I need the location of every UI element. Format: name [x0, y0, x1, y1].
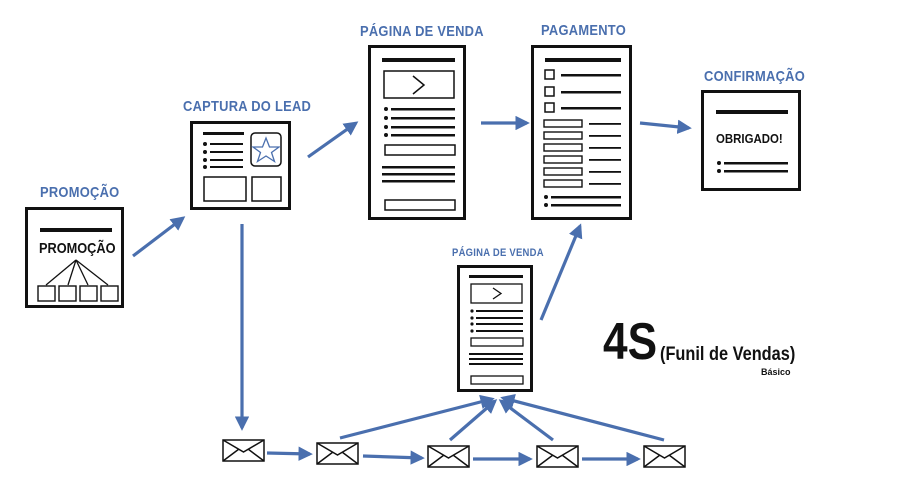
arrow-promo-to-capture	[132, 216, 186, 258]
label-promocao: PROMOÇÃO	[40, 184, 120, 201]
promo-box-4	[100, 285, 119, 302]
arrow-payment-to-confirm	[639, 119, 692, 134]
confirmation-panel: OBRIGADO!	[701, 90, 801, 191]
label-pagina-de-venda-small: PÁGINA DE VENDA	[452, 247, 544, 259]
payment-content	[543, 58, 621, 207]
envelope-icon	[427, 445, 470, 468]
confirmation-lines	[717, 161, 788, 173]
sales-page-small-panel	[457, 265, 533, 392]
label-pagina-de-venda: PÁGINA DE VENDA	[360, 23, 484, 40]
promo-header-bar	[40, 228, 112, 232]
arrow-sales2-to-payment	[539, 223, 583, 321]
promo-box-2	[58, 285, 77, 302]
chevron-right-icon	[412, 75, 426, 95]
promo-box-1	[37, 285, 56, 302]
confirmation-header-bar	[716, 110, 788, 114]
label-pagamento: PAGAMENTO	[541, 22, 626, 39]
sales-page-content	[382, 58, 456, 211]
label-confirmacao: CONFIRMAÇÃO	[704, 68, 806, 85]
arrow-email1-to-email2	[266, 446, 313, 461]
funnel-title-main: 4S	[603, 313, 658, 371]
checkbox-3	[544, 102, 555, 113]
sales-page-panel	[368, 45, 466, 220]
checkbox-1	[544, 69, 555, 80]
arrow-email3-to-sales2	[448, 399, 498, 442]
promo-branch-lines	[37, 259, 119, 302]
chevron-right-icon-small	[492, 287, 503, 300]
lead-capture-panel	[190, 121, 291, 210]
envelope-icon	[536, 445, 579, 468]
promo-box-3	[79, 285, 98, 302]
confirmation-message: OBRIGADO!	[716, 131, 783, 146]
envelope-icon	[222, 439, 265, 462]
envelope-icon	[643, 445, 686, 468]
sales-page-small-content	[469, 275, 524, 385]
promo-panel: PROMOÇÃO	[25, 207, 124, 308]
payment-panel	[531, 45, 632, 220]
funnel-title-sub: (Funil de Vendas)	[660, 344, 796, 365]
arrow-email5-to-sales2	[500, 393, 665, 442]
funnel-title-note: Básico	[761, 367, 791, 377]
label-captura-do-lead: CAPTURA DO LEAD	[183, 98, 312, 115]
arrow-email2-to-sales2	[339, 394, 495, 440]
envelope-icon	[316, 442, 359, 465]
arrow-capture-to-sales	[307, 121, 359, 159]
arrow-email2-to-email3	[362, 450, 425, 465]
checkbox-2	[544, 86, 555, 97]
lead-capture-content	[203, 132, 282, 202]
star-icon	[251, 136, 281, 164]
promo-heading: PROMOÇÃO	[39, 240, 116, 257]
